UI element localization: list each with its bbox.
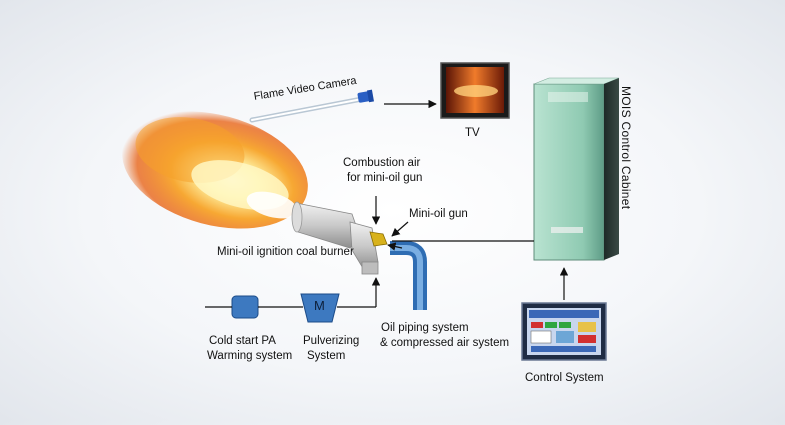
pulverizing-mill [300,293,340,323]
pulverizing-label-1: Pulverizing [303,335,360,347]
cold-start-label-1: Cold start PA [209,335,276,347]
flame-video-camera [249,89,374,123]
connection-lines [205,99,569,308]
cabinet-label: MOIS Control Cabinet [619,86,633,210]
flame [122,111,308,229]
cold-start-warming-box [231,295,259,319]
pulverizing-label-2: System [307,350,346,362]
burner-label: Mini-oil ignition coal burner [217,246,354,258]
cold-start-label-2: Warming system [207,350,293,362]
oil-piping-label-2: & compressed air system [380,337,510,349]
oil-piping-label-1: Oil piping system [381,322,469,334]
oil-pipe [390,241,427,310]
tv-label: TV [465,127,480,139]
control-system-label: Control System [525,372,604,384]
combustion-air-label-2: for mini-oil gun [347,172,423,184]
mill-symbol: M [314,298,325,313]
mini-oil-ignition-coal-burner [291,201,388,275]
combustion-air-label: Combustion air [343,157,421,169]
tv-monitor [440,62,510,119]
control-system-monitor [521,302,607,361]
mini-oil-gun-label: Mini-oil gun [409,208,468,220]
mois-control-cabinet [533,77,620,261]
